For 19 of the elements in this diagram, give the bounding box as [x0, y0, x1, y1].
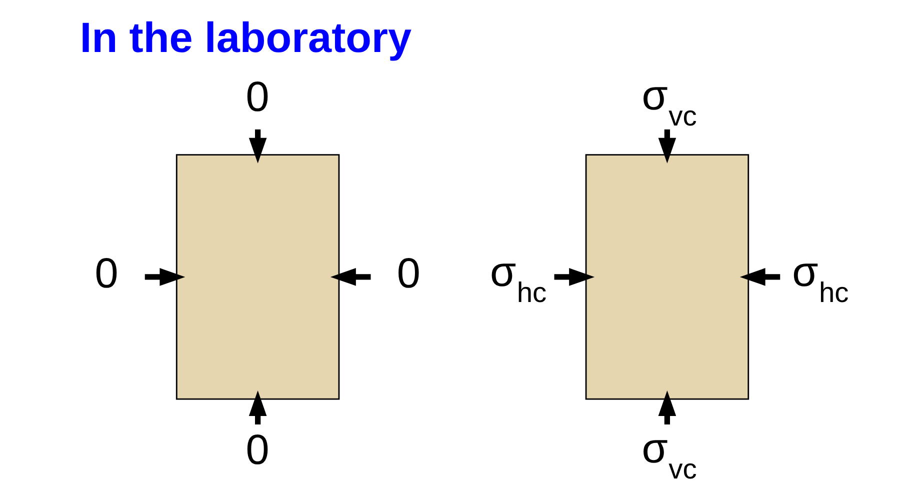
node-box [584, 154, 749, 400]
node-text: 0 [94, 250, 118, 297]
diagram-title: In the laboratory [79, 14, 412, 61]
node-text: σ$_{vc}$ [641, 72, 696, 132]
arrow [658, 129, 676, 164]
node-text: 0 [245, 426, 269, 473]
arrow [554, 268, 594, 286]
node-text: σ$_{hc}$ [792, 248, 848, 308]
node-text: σ$_{vc}$ [641, 424, 696, 485]
arrow [739, 268, 780, 286]
arrow [144, 268, 185, 286]
node-text: σ$_{hc}$ [490, 248, 546, 308]
arrow [248, 390, 266, 424]
arrow [330, 268, 370, 286]
node-text: 0 [245, 73, 269, 120]
node-box [175, 154, 340, 400]
node-text: 0 [396, 250, 420, 297]
arrow [248, 129, 266, 164]
arrow [658, 390, 676, 424]
